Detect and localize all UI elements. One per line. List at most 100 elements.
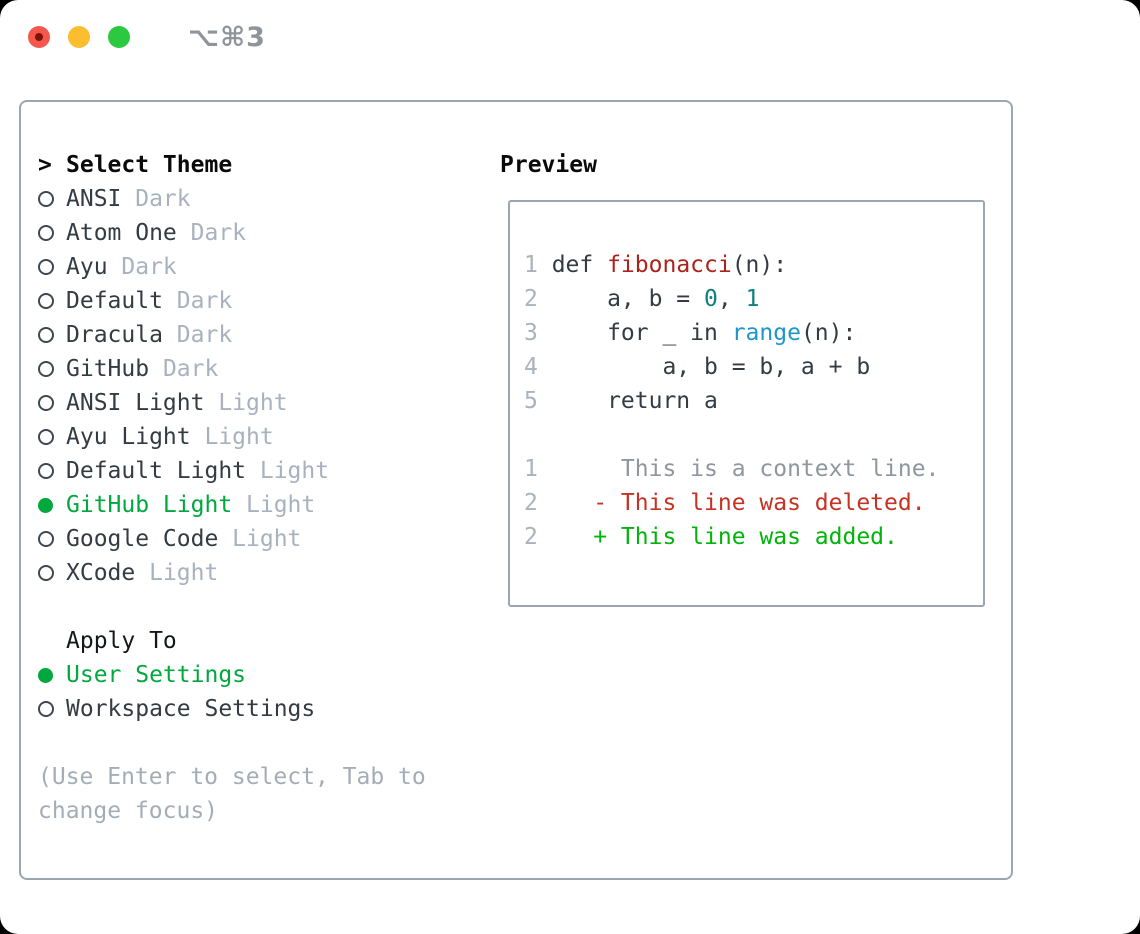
theme-name: Ayu <box>66 254 108 280</box>
close-button[interactable] <box>28 26 50 48</box>
select-theme-heading: > Select Theme <box>38 148 468 182</box>
theme-variant: Dark <box>121 254 177 280</box>
radio-icon <box>38 701 66 717</box>
line-number: 2 <box>524 490 538 516</box>
line-number: 5 <box>524 388 538 414</box>
code-line: 1 This is a context line. <box>524 452 973 486</box>
window-title: ⌥⌘3 <box>188 21 266 53</box>
apply-option-workspace-settings[interactable]: Workspace Settings <box>38 692 468 726</box>
theme-option-default-light[interactable]: Default Light Light <box>38 454 468 488</box>
code-segment-plain: def <box>551 252 608 278</box>
theme-option-dracula[interactable]: Dracula Dark <box>38 318 468 352</box>
apply-to-heading: Apply To <box>38 624 468 658</box>
theme-name: GitHub Light <box>66 492 233 518</box>
close-dot-icon <box>35 33 43 41</box>
theme-variant: Light <box>149 560 219 586</box>
preview-heading: Preview <box>500 152 597 178</box>
theme-option-ansi-light[interactable]: ANSI Light Light <box>38 386 468 420</box>
radio-icon <box>38 293 66 309</box>
code-segment-plain: a, b = <box>551 286 705 312</box>
titlebar: ⌥⌘3 <box>0 0 1140 74</box>
code-line: 2 + This line was added. <box>524 520 973 554</box>
theme-variant: Dark <box>176 322 233 348</box>
theme-option-ayu-light[interactable]: Ayu Light Light <box>38 420 468 454</box>
theme-option-xcode[interactable]: XCode Light <box>38 556 468 590</box>
theme-variant: Dark <box>135 186 191 212</box>
theme-variant: Light <box>259 458 330 484</box>
code-segment-builtin: range <box>731 320 801 346</box>
code-segment-number: 1 <box>745 286 760 312</box>
theme-option-google-code[interactable]: Google Code Light <box>38 522 468 556</box>
theme-option-ansi[interactable]: ANSI Dark <box>38 182 468 216</box>
line-number: 2 <box>524 524 538 550</box>
theme-variant: Dark <box>190 220 247 246</box>
theme-name: XCode <box>66 560 136 586</box>
code-segment-plain: (n): <box>731 252 788 278</box>
theme-variant: Light <box>232 526 302 552</box>
radio-icon <box>38 429 66 445</box>
code-segment-context: This is a context line. <box>551 456 940 482</box>
code-line: 2 - This line was deleted. <box>524 486 973 520</box>
line-number: 3 <box>524 320 538 346</box>
theme-option-ayu[interactable]: Ayu Dark <box>38 250 468 284</box>
keyboard-hint: (Use Enter to select, Tab to change focu… <box>38 764 426 824</box>
theme-name: GitHub <box>66 356 150 382</box>
radio-icon <box>38 463 66 479</box>
radio-icon <box>38 497 66 513</box>
code-line: 5 return a <box>524 384 973 418</box>
theme-name: Dracula <box>66 322 163 348</box>
radio-icon <box>38 259 66 275</box>
code-line: 3 for _ in range(n): <box>524 316 973 350</box>
theme-name: Default Light <box>66 458 247 484</box>
theme-name: Ayu Light <box>66 424 191 450</box>
apply-option-user-settings[interactable]: User Settings <box>38 658 468 692</box>
select-theme-label: Select Theme <box>66 152 233 178</box>
theme-option-github[interactable]: GitHub Dark <box>38 352 468 386</box>
theme-name: Atom One <box>66 220 177 246</box>
code-line <box>524 418 973 452</box>
radio-icon <box>38 191 66 207</box>
theme-option-atom-one[interactable]: Atom One Dark <box>38 216 468 250</box>
minimize-button[interactable] <box>68 26 90 48</box>
theme-name: Google Code <box>66 526 219 552</box>
code-segment-plain: (n): <box>800 320 857 346</box>
apply-option-label: Workspace Settings <box>66 696 316 722</box>
radio-icon <box>38 225 66 241</box>
radio-icon <box>38 565 66 581</box>
line-number: 1 <box>524 456 538 482</box>
code-segment-deleted: - This line was deleted. <box>551 490 926 516</box>
radio-icon <box>38 361 66 377</box>
theme-variant: Dark <box>176 288 233 314</box>
apply-option-label: User Settings <box>66 662 247 688</box>
code-segment-plain: for _ in <box>551 320 732 346</box>
code-line: 2 a, b = 0, 1 <box>524 282 973 316</box>
theme-option-github-light[interactable]: GitHub Light Light <box>38 488 468 522</box>
apply-to-label: Apply To <box>66 628 177 654</box>
code-segment-number: 0 <box>704 286 718 312</box>
theme-variant: Light <box>204 424 274 450</box>
radio-icon <box>38 531 66 547</box>
radio-icon <box>38 395 66 411</box>
theme-name: ANSI Light <box>66 390 205 416</box>
line-number: 2 <box>524 286 538 312</box>
line-number: 1 <box>524 252 538 278</box>
code-segment-plain: , <box>717 286 746 312</box>
code-line: 4 a, b = b, a + b <box>524 350 973 384</box>
theme-variant: Light <box>218 390 288 416</box>
radio-icon <box>38 327 66 343</box>
code-segment-function: fibonacci <box>607 252 732 278</box>
theme-variant: Dark <box>162 356 219 382</box>
theme-variant: Light <box>246 492 316 518</box>
zoom-button[interactable] <box>108 26 130 48</box>
line-number: 4 <box>524 354 538 380</box>
theme-name: ANSI <box>66 186 122 212</box>
